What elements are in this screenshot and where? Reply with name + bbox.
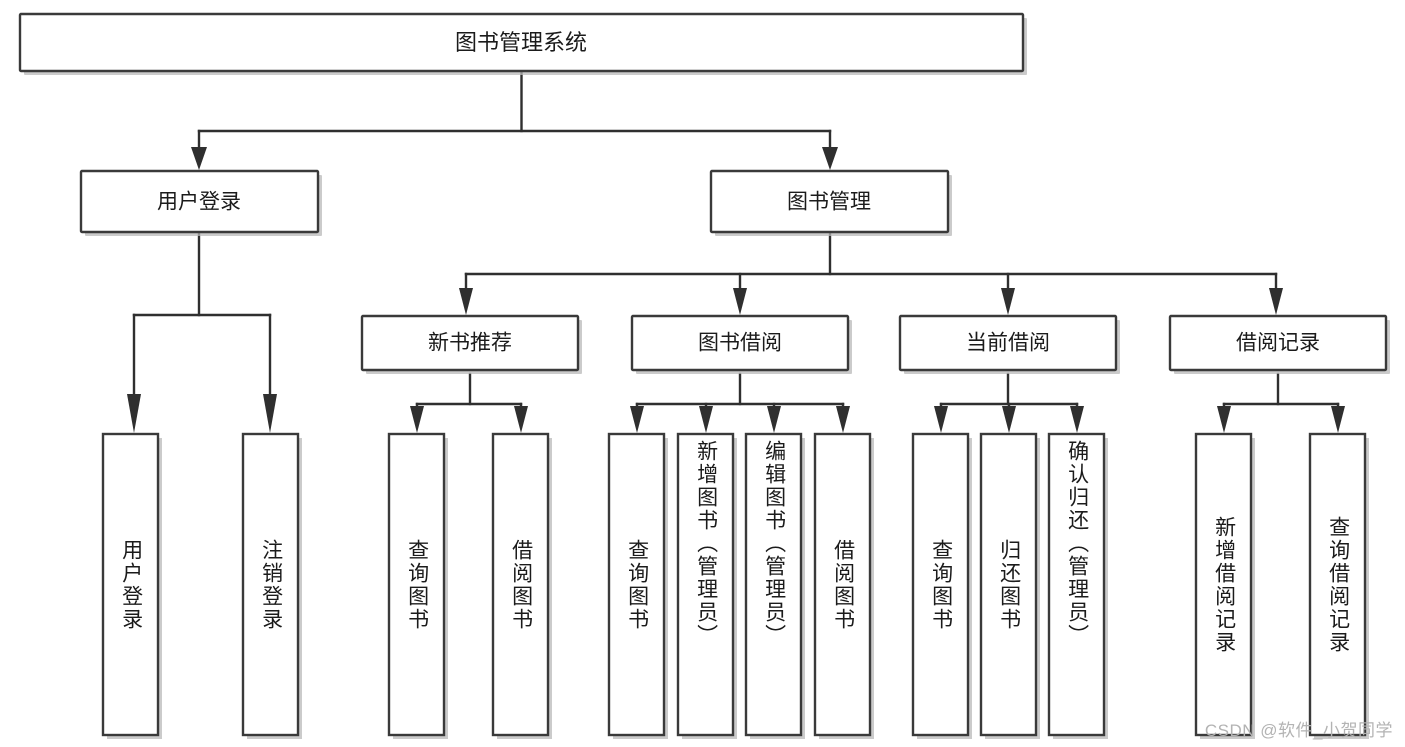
arrow-leaf-user-login: [127, 394, 141, 433]
leaf-add-book-box[interactable]: [676, 432, 735, 737]
leaf-query-book-3-box[interactable]: [911, 432, 970, 737]
arrow-leaf-query-book-1: [410, 406, 424, 433]
leaf-return-book-box[interactable]: [979, 432, 1038, 737]
arrow-leaf-confirm-return: [1070, 406, 1084, 433]
csdn-watermark: CSDN @软件_小贺同学: [1204, 721, 1393, 740]
node-root-label: 图书管理系统: [455, 30, 587, 55]
node-book-manage-box[interactable]: [709, 169, 950, 234]
leaf-borrow-book-1-box[interactable]: [491, 432, 550, 737]
connector-group: [127, 71, 1345, 433]
node-borrow-record-box[interactable]: [1168, 314, 1388, 372]
arrow-leaf-query-record: [1331, 406, 1345, 433]
node-user-login-label: 用户登录: [157, 191, 241, 214]
arrow-to-current-borrow: [1001, 288, 1015, 315]
arrow-to-borrow-record: [1269, 288, 1283, 315]
leaf-borrow-book-2-box[interactable]: [813, 432, 872, 737]
arrow-leaf-logout: [263, 394, 277, 433]
node-book-borrow-label: 图书借阅: [698, 332, 782, 355]
arrow-leaf-return-book: [1002, 406, 1016, 433]
node-new-book-recommend-box[interactable]: [360, 314, 580, 372]
arrow-leaf-query-book-3: [934, 406, 948, 433]
arrow-to-book-manage: [822, 147, 838, 170]
node-book-manage[interactable]: 图书管理: [709, 169, 952, 236]
arrow-leaf-add-book: [699, 406, 713, 433]
node-root-box[interactable]: [18, 12, 1025, 73]
leaf-query-record-box[interactable]: [1308, 432, 1367, 737]
node-user-login[interactable]: 用户登录: [79, 169, 322, 236]
arrow-to-user-login: [191, 147, 207, 170]
arrow-leaf-borrow-book-2: [836, 406, 850, 433]
node-borrow-record-label: 借阅记录: [1236, 332, 1320, 355]
leaf-query-book-2-box[interactable]: [607, 432, 666, 737]
node-new-book-recommend[interactable]: 新书推荐: [360, 314, 582, 374]
arrow-leaf-query-book-2: [630, 406, 644, 433]
leaf-logout-box[interactable]: [241, 432, 300, 737]
arrow-leaf-borrow-book-1: [514, 406, 528, 433]
leaf-edit-book-box[interactable]: [744, 432, 803, 737]
arrow-leaf-add-record: [1217, 406, 1231, 433]
node-root[interactable]: 图书管理系统: [18, 12, 1027, 75]
node-book-borrow[interactable]: 图书借阅: [630, 314, 852, 374]
arrow-leaf-edit-book: [767, 406, 781, 433]
node-current-borrow-label: 当前借阅: [966, 332, 1050, 355]
node-book-borrow-box[interactable]: [630, 314, 850, 372]
leaf-user-login-box[interactable]: [101, 432, 160, 737]
node-new-book-recommend-label: 新书推荐: [428, 332, 512, 355]
arrow-to-new-book-recommend: [459, 288, 473, 315]
leaf-confirm-return-box[interactable]: [1047, 432, 1106, 737]
node-borrow-record[interactable]: 借阅记录: [1168, 314, 1390, 374]
leaf-query-book-1-box[interactable]: [387, 432, 446, 737]
node-book-manage-label: 图书管理: [787, 191, 871, 214]
node-current-borrow[interactable]: 当前借阅: [898, 314, 1120, 374]
node-user-login-box[interactable]: [79, 169, 320, 234]
leaf-add-record-box[interactable]: [1194, 432, 1253, 737]
arrow-to-book-borrow: [733, 288, 747, 315]
leaf-box-group: [101, 432, 1369, 739]
node-current-borrow-box[interactable]: [898, 314, 1118, 372]
